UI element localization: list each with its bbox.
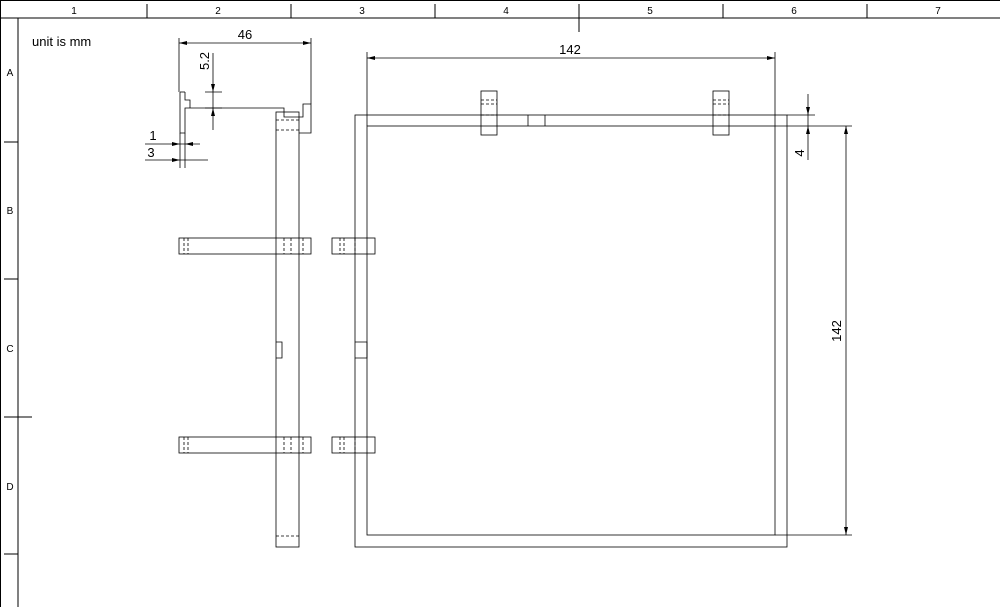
dimension-label: 142 (829, 320, 844, 342)
row-labels: A B C D (6, 68, 13, 493)
unit-note: unit is mm (32, 34, 91, 49)
column-label: 7 (935, 6, 941, 17)
arm-upper-left (178, 237, 312, 255)
column-label: 3 (359, 6, 365, 17)
dimension-label: 46 (238, 27, 252, 42)
column-label: 2 (215, 6, 221, 17)
top-clip-right (712, 90, 730, 136)
dimension-4: 4 (775, 94, 852, 160)
row-label: B (7, 206, 14, 217)
side-clip-lower (331, 436, 376, 454)
front-view (331, 90, 788, 548)
dimension-label: 3 (147, 145, 154, 160)
column-labels: 1 2 3 4 5 6 7 (71, 6, 941, 17)
row-label: C (6, 344, 13, 355)
row-label: D (6, 482, 13, 493)
top-clip-left (480, 90, 498, 136)
side-view (178, 91, 312, 548)
dimension-1-3: 1 3 (145, 128, 208, 168)
dimension-142-width: 142 (366, 42, 776, 126)
outer-frame (354, 114, 788, 548)
side-clip-upper (331, 237, 376, 255)
inner-frame (366, 125, 776, 536)
top-profile (179, 92, 312, 134)
column-label: 5 (647, 6, 653, 17)
dimension-label: 142 (559, 42, 581, 57)
side-vertical-bar (275, 111, 300, 548)
dimension-142-height: 142 (775, 126, 852, 536)
arm-lower-left (178, 436, 312, 454)
column-label: 6 (791, 6, 797, 17)
column-label: 4 (503, 6, 509, 17)
row-label: A (7, 68, 14, 79)
dimension-label: 1 (149, 128, 156, 143)
dimension-label: 4 (792, 149, 807, 156)
dimension-label: 5.2 (197, 52, 212, 70)
dimension-46: 46 (178, 27, 312, 104)
dimension-5-2: 5.2 (197, 52, 222, 130)
column-label: 1 (71, 6, 77, 17)
